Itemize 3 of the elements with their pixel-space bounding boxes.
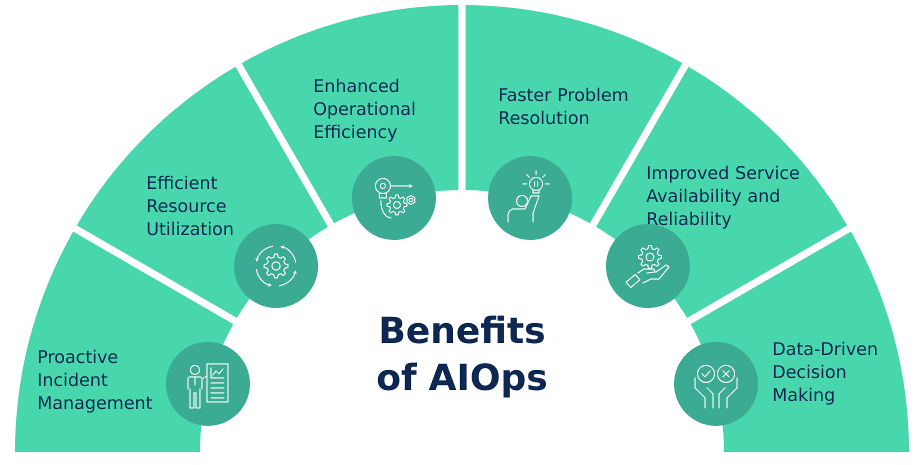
- title: Benefits of AIOps: [378, 316, 546, 398]
- node-label: Data-Driven Decision Making: [774, 342, 877, 405]
- node-label: Proactive Incident Management: [38, 350, 152, 413]
